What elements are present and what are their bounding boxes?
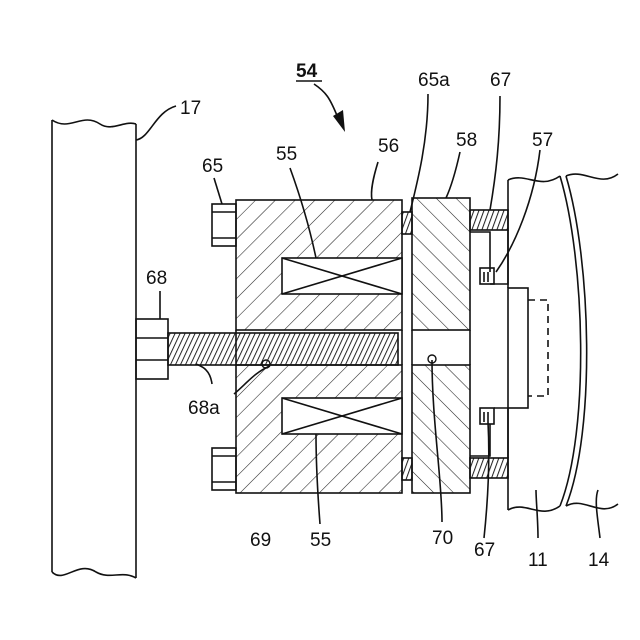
label-bolt-head: 65 — [202, 156, 223, 177]
arrowhead — [333, 110, 345, 132]
cover-member — [470, 230, 508, 458]
label-adjust-bolt: 68 — [146, 268, 167, 289]
label-wheel: 14 — [588, 550, 610, 571]
label-rotor: 11 — [528, 550, 548, 571]
label-spring-top: 67 — [490, 70, 511, 91]
leader-17 — [136, 106, 176, 140]
assembly-arrow — [314, 84, 338, 118]
spring-top — [470, 210, 508, 230]
label-armature: 58 — [456, 130, 477, 151]
coil-top — [282, 258, 402, 294]
label-cover-member: 57 — [532, 130, 553, 151]
leader-11 — [536, 490, 538, 538]
label-frame: 17 — [180, 98, 201, 119]
cover-boss — [508, 288, 528, 408]
leader-56 — [371, 162, 378, 200]
leader-68a — [196, 364, 212, 384]
frame-plate — [52, 120, 136, 578]
rotor — [508, 176, 581, 511]
label-housing: 56 — [378, 136, 399, 157]
bolt-tip-bottom — [402, 458, 412, 480]
bolt-head-top — [212, 204, 236, 246]
label-coil-bottom: 55 — [310, 530, 331, 551]
leader-67-bottom — [484, 422, 489, 538]
label-bolt-tip: 65a — [418, 70, 450, 91]
leader-14 — [596, 490, 600, 538]
label-coil-top: 55 — [276, 144, 297, 165]
label-adjust-thread: 68a — [188, 398, 220, 419]
leader-67-top — [490, 96, 500, 210]
bolt-tip-top — [402, 212, 412, 234]
bolt-head-bottom — [212, 448, 236, 490]
hidden-recess — [528, 300, 548, 396]
label-bore-housing: 69 — [250, 530, 271, 551]
label-bore-armature: 70 — [432, 528, 453, 549]
threaded-shaft — [168, 333, 398, 365]
label-spring-bottom: 67 — [474, 540, 495, 561]
wheel — [566, 174, 618, 509]
adjust-bolt-head — [136, 319, 168, 379]
leader-65a — [410, 94, 428, 212]
leader-65 — [214, 178, 222, 204]
label-assembly: 54 — [296, 61, 318, 82]
armature-plate — [412, 198, 470, 493]
leader-58 — [446, 152, 460, 198]
coil-bottom — [282, 398, 402, 434]
